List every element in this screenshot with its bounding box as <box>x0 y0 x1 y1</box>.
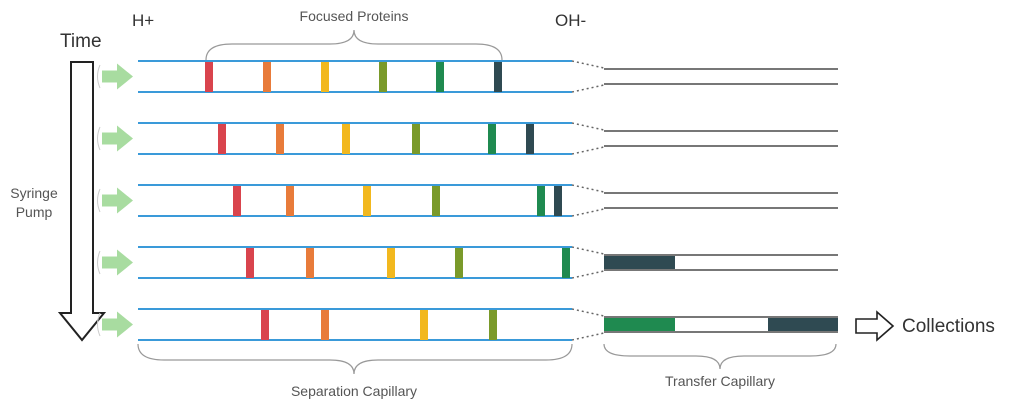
protein-band-yellow <box>321 62 329 92</box>
pump-arrow-icon <box>102 63 133 90</box>
inlet-bracket <box>97 126 101 151</box>
protein-band-yellow <box>420 310 428 340</box>
transfer-band-green <box>604 318 675 331</box>
protein-band-red <box>261 310 269 340</box>
transfer-capillary-brace <box>603 343 837 370</box>
protein-band-orange <box>276 124 284 154</box>
connector-top <box>571 246 605 255</box>
transfer-capillary-label: Transfer Capillary <box>665 373 775 389</box>
capillary-row <box>97 308 838 341</box>
protein-band-red <box>246 248 254 278</box>
protein-band-olive <box>455 248 463 278</box>
protein-band-orange <box>306 248 314 278</box>
pump-arrow-icon <box>102 125 133 152</box>
h-plus-label: H+ <box>132 11 154 30</box>
connector-bottom <box>571 270 605 279</box>
protein-band-red <box>205 62 213 92</box>
separation-capillary-label: Separation Capillary <box>291 383 417 399</box>
protein-band-green <box>562 248 570 278</box>
pump-arrow-icon <box>102 311 133 338</box>
connector-bottom <box>571 208 605 217</box>
protein-band-olive <box>432 186 440 216</box>
protein-band-yellow <box>342 124 350 154</box>
protein-band-olive <box>379 62 387 92</box>
syringe-pump-label-line2: Pump <box>16 204 53 220</box>
protein-band-orange <box>263 62 271 92</box>
protein-band-dark <box>526 124 534 154</box>
protein-band-orange <box>321 310 329 340</box>
connector-bottom <box>571 84 605 93</box>
connector-bottom <box>571 332 605 341</box>
protein-band-green <box>436 62 444 92</box>
connector-top <box>571 60 605 69</box>
protein-band-dark <box>554 186 562 216</box>
protein-band-olive <box>489 310 497 340</box>
protein-band-green <box>537 186 545 216</box>
transfer-band-dark <box>768 318 838 331</box>
pump-arrow-icon <box>102 187 133 214</box>
capillary-row <box>97 246 838 279</box>
inlet-bracket <box>97 188 101 213</box>
inlet-bracket <box>97 250 101 275</box>
time-arrow-icon <box>57 61 107 342</box>
protein-band-dark <box>494 62 502 92</box>
protein-band-orange <box>286 186 294 216</box>
capillary-row <box>97 122 838 155</box>
syringe-pump-label-line1: Syringe <box>10 185 58 201</box>
focused-proteins-label: Focused Proteins <box>300 8 409 24</box>
protein-band-yellow <box>363 186 371 216</box>
connector-top <box>571 122 605 131</box>
protein-band-red <box>218 124 226 154</box>
inlet-bracket <box>97 312 101 337</box>
protein-band-red <box>233 186 241 216</box>
transfer-band-dark <box>604 256 675 269</box>
time-label: Time <box>60 31 102 52</box>
protein-band-green <box>488 124 496 154</box>
pump-arrow-icon <box>102 249 133 276</box>
separation-capillary-brace <box>137 343 573 375</box>
connector-top <box>571 308 605 317</box>
connector-bottom <box>571 146 605 155</box>
collections-label: Collections <box>902 316 995 337</box>
oh-minus-label: OH- <box>555 11 586 30</box>
protein-band-olive <box>412 124 420 154</box>
capillary-row <box>97 184 838 217</box>
connector-top <box>571 184 605 193</box>
collections-arrow-icon <box>855 310 895 342</box>
focused-proteins-brace <box>205 29 503 61</box>
protein-band-yellow <box>387 248 395 278</box>
capillary-row <box>97 60 838 93</box>
capillary-rows <box>97 60 838 341</box>
inlet-bracket <box>97 64 101 89</box>
